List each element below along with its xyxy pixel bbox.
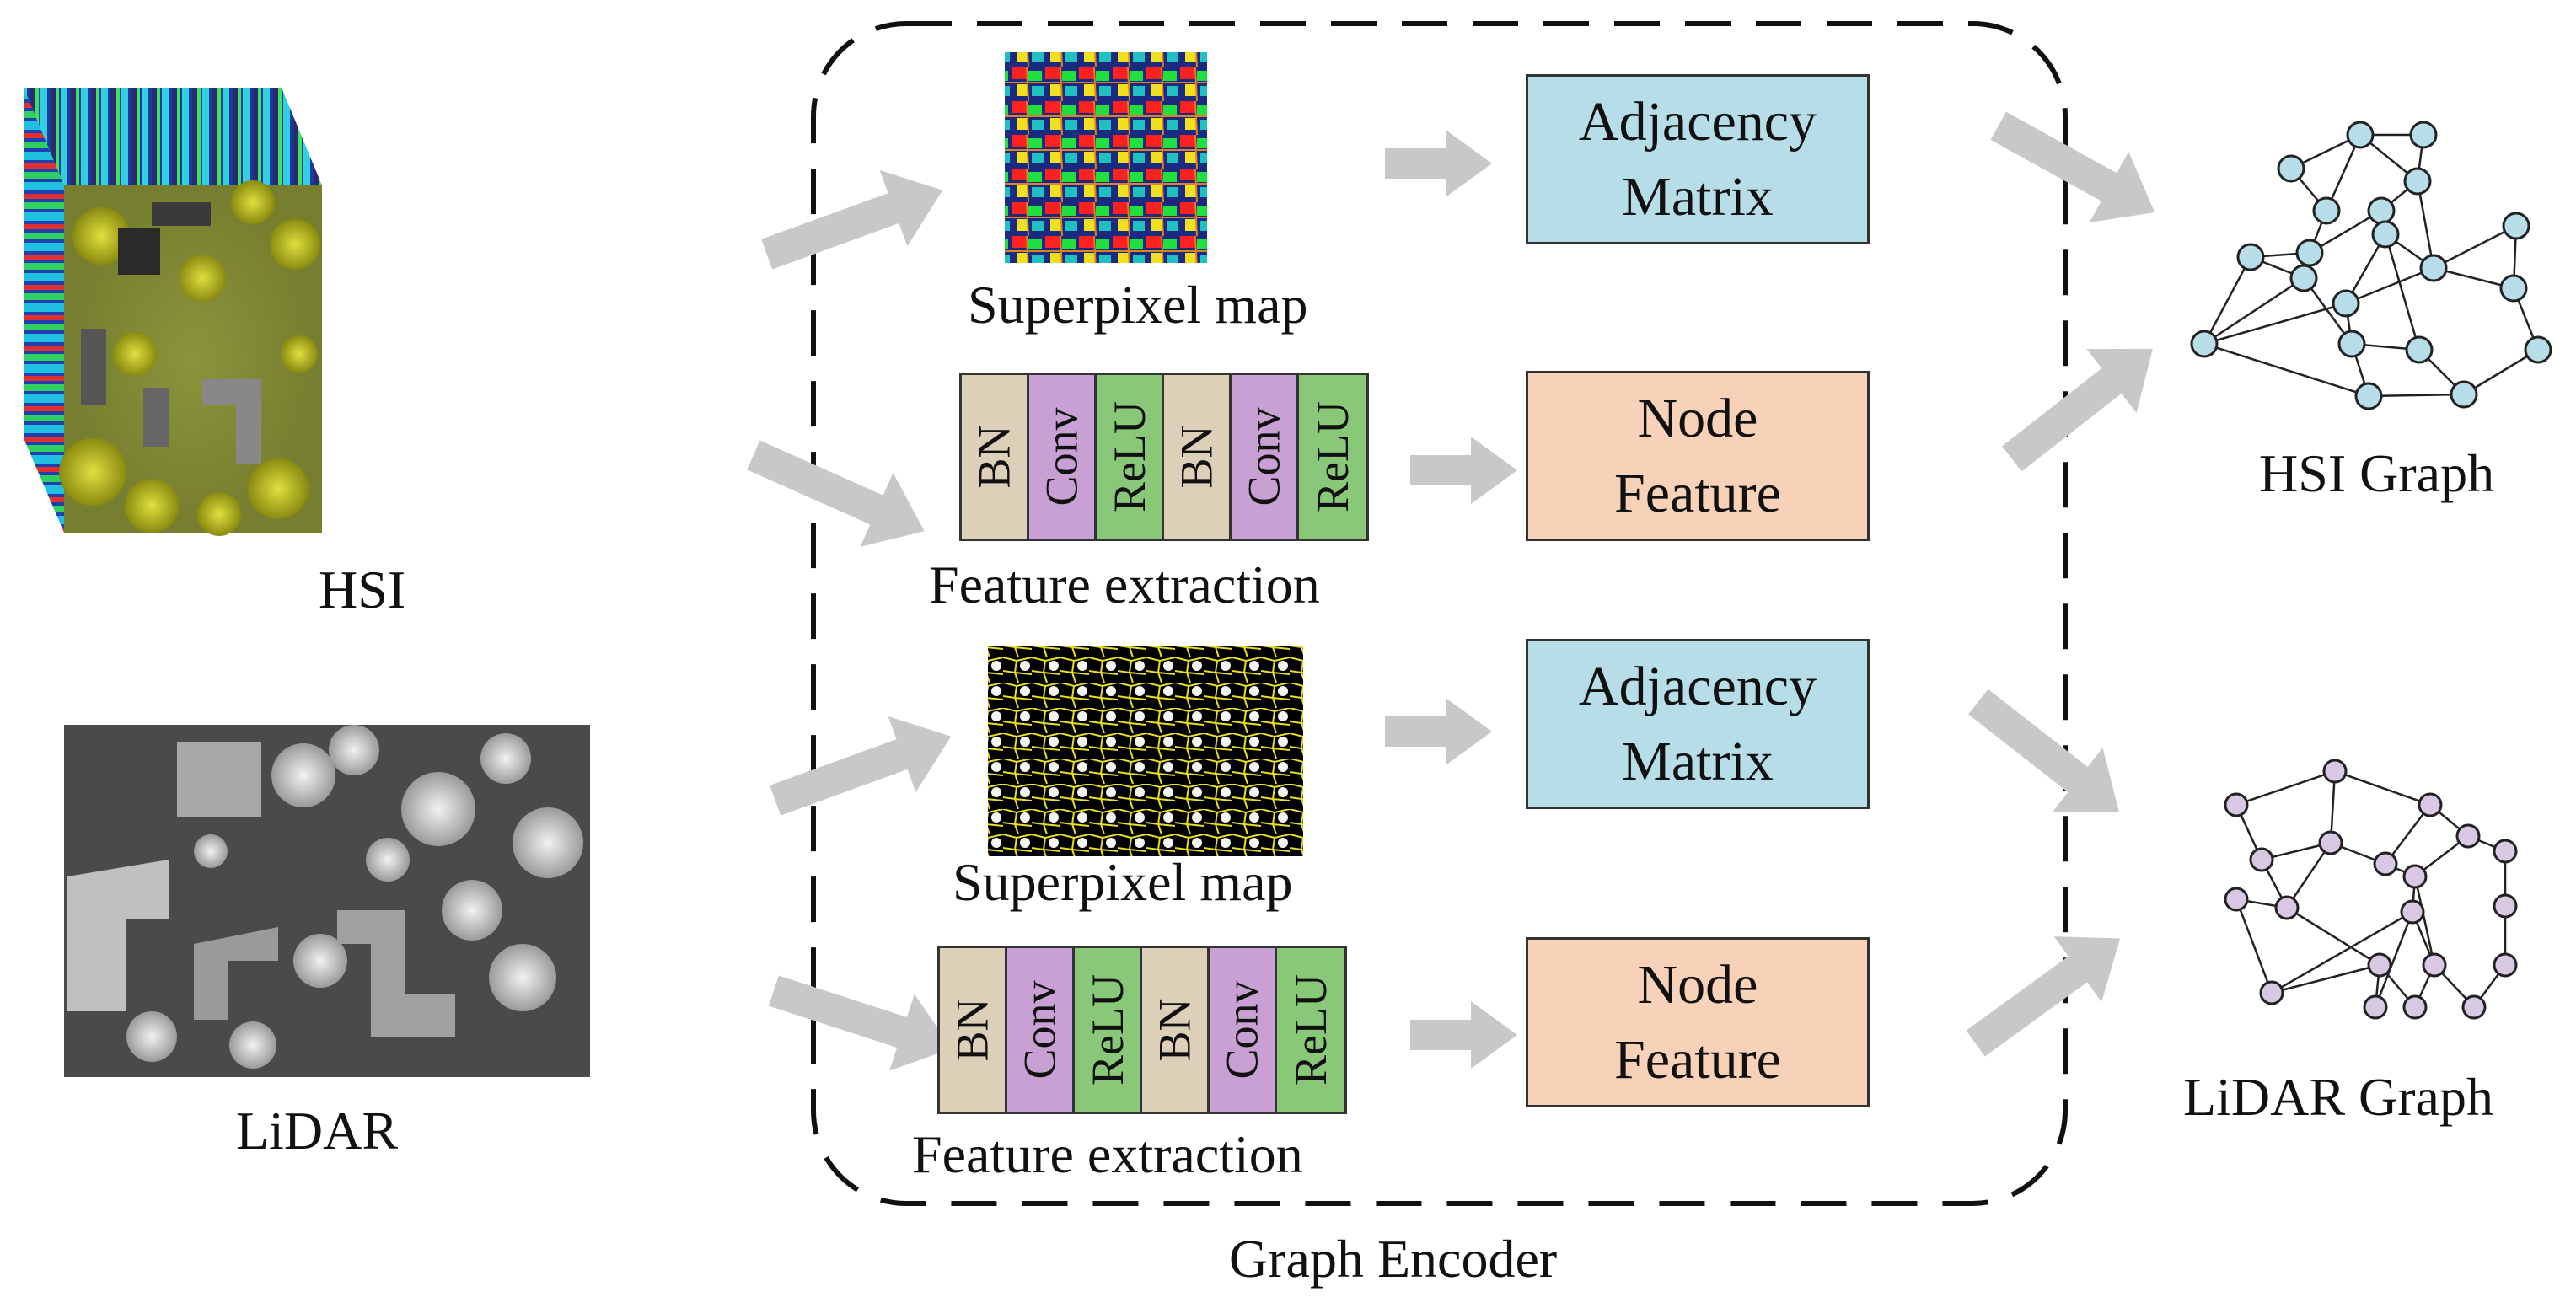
- lidar-superpixel-map-image: [988, 646, 1303, 856]
- hsi-layer-relu-1: ReLU: [1097, 375, 1164, 539]
- arrow-hsi-to-feature-extraction: [747, 440, 925, 547]
- arrow-adjacency-to-hsi-graph: [1990, 111, 2155, 222]
- arrow-hsi-to-superpixel: [761, 169, 943, 270]
- hsi-feature-extraction-label: Feature extraction: [929, 555, 1320, 614]
- lidar-layer-relu-1: ReLU: [1075, 948, 1142, 1112]
- lidar-layer-bn-2: BN: [1142, 948, 1210, 1112]
- arrow-node-feature-to-lidar-graph: [1966, 936, 2121, 1057]
- lidar-graph: [2224, 759, 2518, 1020]
- lidar-node-feature-line-1: Node: [1637, 953, 1758, 1016]
- hsi-node-feature-line-2: Feature: [1614, 463, 1781, 524]
- hsi-layer-conv-1: Conv: [1029, 375, 1097, 539]
- arrow-adjacency-to-lidar-graph: [1968, 689, 2119, 812]
- arrow-layers-to-node-feature-lidar: [1410, 1001, 1517, 1069]
- lidar-layer-relu-2: ReLU: [1277, 948, 1344, 1112]
- hsi-layer-bn-2: BN: [1164, 375, 1232, 539]
- lidar-node-feature-box: Node Feature: [1526, 937, 1870, 1107]
- hsi-layer-relu-2: ReLU: [1299, 375, 1366, 539]
- arrow-node-feature-to-hsi-graph: [2002, 348, 2153, 472]
- hsi-cube-image: [24, 88, 322, 536]
- hsi-adjacency-line-2: Matrix: [1622, 166, 1774, 228]
- hsi-superpixel-map-label: Superpixel map: [968, 275, 1308, 335]
- graph-encoder-frame: [811, 21, 2068, 1206]
- hsi-cube-side-face: [24, 88, 64, 533]
- lidar-adjacency-line-1: Adjacency: [1578, 655, 1817, 717]
- flow-arrows: [747, 111, 2155, 1071]
- lidar-layer-conv-2: Conv: [1210, 948, 1277, 1112]
- hsi-graph-label: HSI Graph: [2259, 443, 2495, 503]
- graph-encoder-label: Graph Encoder: [1229, 1229, 1558, 1289]
- lidar-superpixel-map-label: Superpixel map: [953, 852, 1293, 912]
- hsi-feature-extraction-layers: BN Conv ReLU BN Conv ReLU: [959, 373, 1369, 541]
- hsi-node-feature-box: Node Feature: [1526, 371, 1870, 541]
- lidar-feature-extraction-layers: BN Conv ReLU BN Conv ReLU: [937, 946, 1347, 1114]
- lidar-node-feature-line-2: Feature: [1614, 1029, 1781, 1091]
- arrow-lidar-to-superpixel: [770, 716, 952, 816]
- arrow-layers-to-node-feature-hsi: [1410, 437, 1517, 504]
- lidar-feature-extraction-label: Feature extraction: [912, 1124, 1303, 1184]
- lidar-label: LiDAR: [236, 1101, 398, 1161]
- hsi-adjacency-line-1: Adjacency: [1578, 90, 1817, 153]
- lidar-layer-bn-1: BN: [940, 948, 1007, 1112]
- lidar-adjacency-matrix-box: Adjacency Matrix: [1526, 639, 1870, 809]
- hsi-layer-conv-2: Conv: [1232, 375, 1299, 539]
- lidar-graph-label: LiDAR Graph: [2183, 1067, 2493, 1127]
- lidar-adjacency-line-2: Matrix: [1622, 731, 1774, 792]
- lidar-layer-conv-1: Conv: [1007, 948, 1075, 1112]
- hsi-node-feature-line-1: Node: [1637, 387, 1758, 449]
- hsi-label: HSI: [319, 560, 406, 619]
- arrow-lidar-to-feature-extraction: [768, 975, 952, 1071]
- hsi-cube-top-face: [24, 88, 322, 185]
- hsi-graph: [2190, 121, 2552, 410]
- hsi-layer-bn-1: BN: [962, 375, 1029, 539]
- hsi-superpixel-map-image: [1005, 52, 1207, 263]
- hsi-adjacency-matrix-box: Adjacency Matrix: [1526, 74, 1870, 244]
- lidar-image: [64, 725, 590, 1077]
- arrow-superpixel-to-adjacency-hsi: [1385, 130, 1492, 197]
- arrow-superpixel-to-adjacency-lidar: [1385, 698, 1492, 765]
